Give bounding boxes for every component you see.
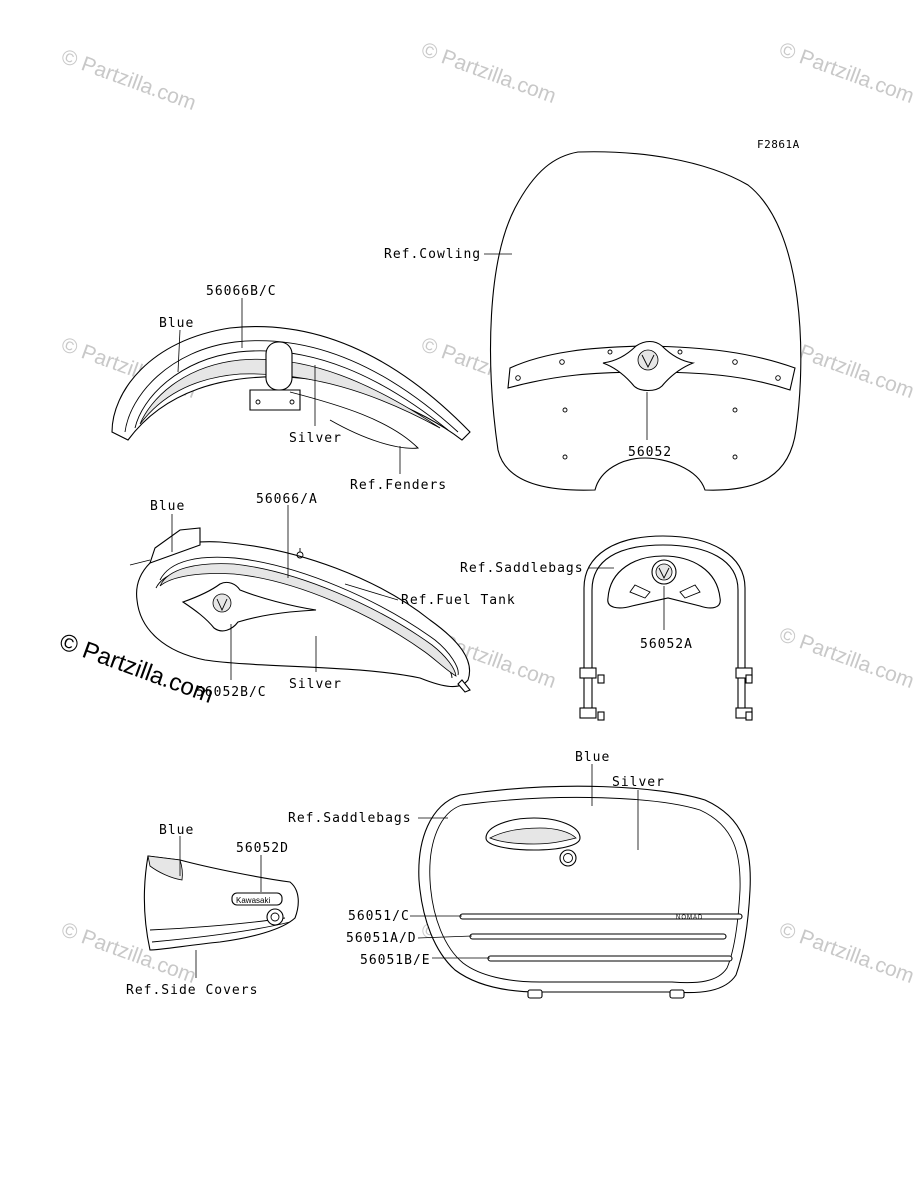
label-56052a: 56052A <box>640 637 693 652</box>
label-ref-cowling: Ref.Cowling <box>384 247 481 262</box>
label-56052bc: 56052B/C <box>196 685 267 700</box>
watermark: © Partzilla.com <box>776 918 917 988</box>
label-tank-silver: Silver <box>289 677 342 692</box>
front-fender: 56066B/C Blue Silver Ref.Fenders <box>111 284 471 493</box>
figure-code: F2861A <box>757 138 800 151</box>
watermark: © Partzilla.com <box>418 38 559 108</box>
label-side-blue: Blue <box>159 823 194 838</box>
label-bag-silver: Silver <box>612 775 665 790</box>
label-fender-blue: Blue <box>159 316 194 331</box>
fuel-tank: Blue 56066/A Ref.Fuel Tank 56052B/C Silv… <box>129 492 516 700</box>
saddlebag: NOMAD Blue Silver Ref.Saddlebags 56051/C… <box>288 750 751 999</box>
label-ref-side-covers: Ref.Side Covers <box>126 983 258 998</box>
backrest: Ref.Saddlebags 56052A <box>460 535 753 721</box>
label-56051ad: 56051A/D <box>346 931 417 946</box>
watermark: © Partzilla.com <box>776 623 917 693</box>
label-ref-saddlebags-bottom: Ref.Saddlebags <box>288 811 412 826</box>
label-56052: 56052 <box>628 445 672 460</box>
label-bag-blue: Blue <box>575 750 610 765</box>
label-fender-silver: Silver <box>289 431 342 446</box>
kawasaki-logo: Kawasaki <box>236 896 270 905</box>
watermark: © Partzilla.com <box>776 38 917 108</box>
nomad-logo: NOMAD <box>676 915 703 921</box>
label-tank-blue: Blue <box>150 499 185 514</box>
label-56051c: 56051/C <box>348 909 410 924</box>
label-56066a: 56066/A <box>256 492 318 507</box>
label-ref-saddlebags-top: Ref.Saddlebags <box>460 561 584 576</box>
label-ref-fuel-tank: Ref.Fuel Tank <box>401 593 516 608</box>
label-ref-fenders: Ref.Fenders <box>350 478 447 493</box>
side-cover: Kawasaki Blue 56052D Ref.Side Covers <box>126 823 299 998</box>
label-56066bc: 56066B/C <box>206 284 277 299</box>
label-56051be: 56051B/E <box>360 953 431 968</box>
windshield-cowling: 56052 Ref.Cowling <box>384 151 802 491</box>
watermark: © Partzilla.com <box>58 45 199 115</box>
label-56052d: 56052D <box>236 841 289 856</box>
